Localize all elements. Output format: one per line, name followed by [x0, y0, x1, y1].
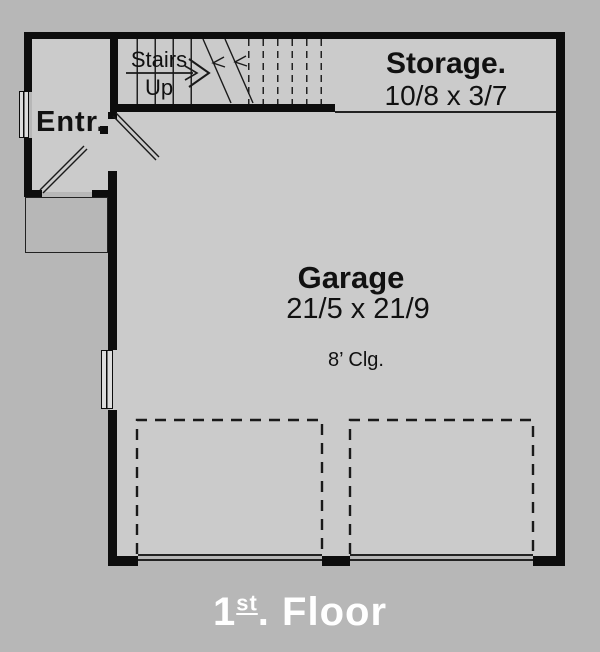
- bottom-wall-pier-center: [322, 556, 350, 566]
- plan-title-ordinal: st: [236, 590, 258, 616]
- stair-treads-solid: [120, 39, 206, 104]
- entry-bottom-wall-left: [24, 190, 42, 197]
- left-wall-upper: [24, 32, 32, 92]
- garage-entry-door-swing: [112, 112, 160, 161]
- stairs-up-arrow: [126, 58, 211, 88]
- stairs-up-label: Up: [144, 75, 174, 100]
- right-wall: [556, 32, 565, 566]
- top-wall: [24, 32, 565, 39]
- entry-label: Entr.: [36, 106, 106, 138]
- entry-door-swing: [39, 145, 88, 194]
- stairs-bottom-wall: [110, 104, 335, 112]
- plan-title-number: 1: [212, 590, 237, 634]
- left-wall-lower: [24, 138, 32, 193]
- stairs-left-wall: [110, 38, 118, 104]
- garage-door-sill-left-outer: [138, 554, 322, 556]
- storage-label: Storage.: [385, 47, 507, 80]
- garage-door-sill-left-inner: [138, 559, 322, 561]
- entry-bottom-wall-right: [92, 190, 116, 197]
- garage-left-wall-lower: [108, 410, 117, 566]
- storage-boundary-line: [335, 111, 556, 113]
- plan-title-rest: . Floor: [257, 590, 388, 634]
- stairs-label: Stairs: [130, 47, 188, 72]
- main-floor: [110, 38, 556, 556]
- garage-door-sill-right-inner: [350, 559, 533, 561]
- garage-window: [101, 350, 113, 409]
- storage-dimensions: 10/8 x 3/7: [384, 80, 508, 111]
- door-frame-stub: [100, 126, 108, 134]
- plan-title: 1st. Floor: [0, 590, 600, 635]
- stair-treads-dashed: [235, 39, 330, 104]
- bottom-wall-pier-left: [108, 556, 138, 566]
- garage-dimensions: 21/5 x 21/9: [286, 293, 430, 325]
- stair-break-lines: [202, 38, 254, 104]
- garage-wall-stub-top: [108, 112, 117, 119]
- entry-stoop: [25, 197, 108, 253]
- entry-window: [19, 91, 29, 138]
- garage-door-outline-right: [348, 418, 535, 554]
- garage-ceiling-height: 8’ Clg.: [328, 349, 384, 371]
- garage-label: Garage: [297, 260, 405, 295]
- entry-floor: [32, 38, 116, 192]
- garage-door-outline-left: [135, 418, 324, 554]
- bottom-wall-pier-right: [533, 556, 565, 566]
- garage-door-sill-right-outer: [350, 554, 533, 556]
- garage-left-wall-mid: [108, 171, 117, 350]
